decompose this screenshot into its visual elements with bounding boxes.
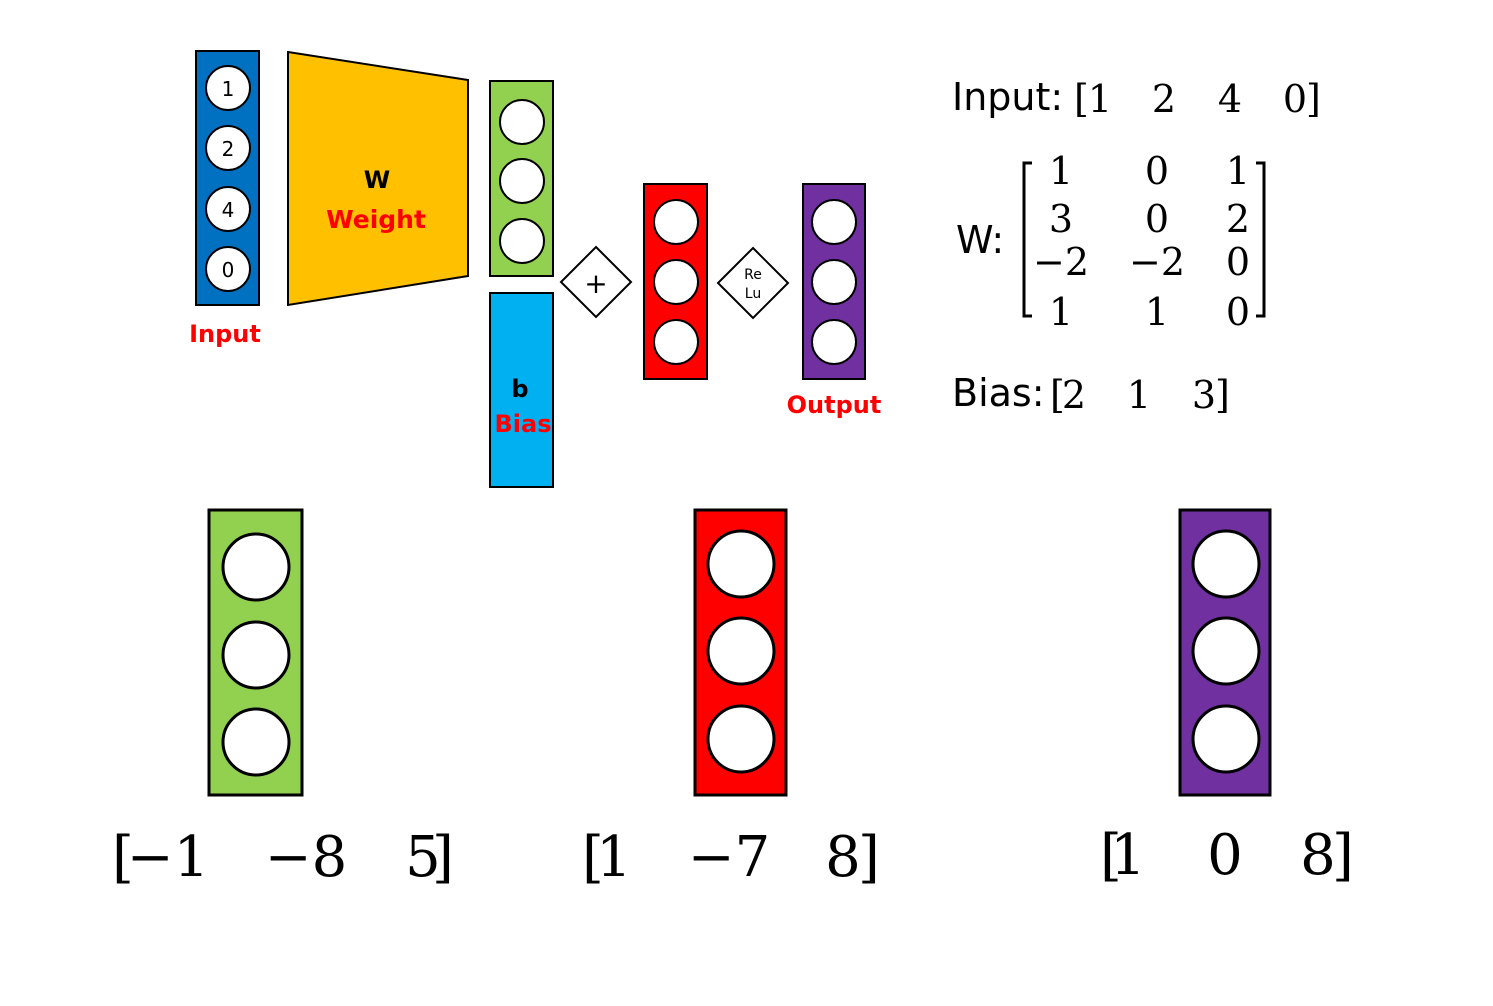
sum-result-node-3 [706, 704, 776, 774]
sum-node-2 [653, 259, 699, 305]
weight-matrix-left-bracket [1022, 161, 1032, 318]
bias-equation: Bias: [ 2 1 3 ] [952, 371, 1230, 417]
bias-equation-close-bracket: ] [1215, 373, 1230, 417]
plus-icon: + [584, 267, 607, 300]
plus-diamond [559, 245, 633, 319]
bias-column [489, 292, 554, 488]
weight-trapezoid [287, 50, 469, 307]
wx-vector-block [489, 80, 554, 277]
sum-node-3 [653, 319, 699, 365]
input-node-4-value: 0 [222, 258, 235, 282]
weight-matrix-right-bracket [1256, 161, 1266, 318]
wx-node-1 [499, 99, 545, 145]
relu-operator: Re Lu [716, 246, 790, 320]
bias-symbol: b [511, 375, 528, 403]
wx-result-value-3: 5 [405, 825, 441, 890]
input-node-2-value: 2 [222, 137, 235, 161]
output-result-block: [ 1 0 8 ] [1100, 508, 1354, 888]
input-equation-value-2: 2 [1152, 77, 1176, 121]
weight-matrix-cell-r2-c2: 0 [1145, 197, 1169, 241]
input-node-4 [205, 246, 251, 292]
relu-label-line2: Lu [745, 286, 761, 302]
input-node-3-value: 4 [222, 198, 235, 222]
output-result-value-3: 8 [1300, 823, 1336, 888]
wx-node-3 [499, 218, 545, 264]
weight-matrix-cell-r3-c1: −2 [1033, 240, 1089, 284]
output-result-node-2 [1191, 616, 1261, 686]
sum-result-value-1: 1 [596, 825, 632, 890]
input-vector-block: 1 2 4 0 Input [189, 50, 261, 348]
bias-label: Bias [495, 410, 552, 438]
wx-result-open-bracket: [ [112, 825, 134, 890]
input-equation: Input: [ 1 2 4 0 ] [952, 75, 1321, 121]
input-equation-open-bracket: [ [1074, 77, 1089, 121]
output-node-3 [811, 319, 857, 365]
input-node-2 [205, 125, 251, 171]
output-label: Output [787, 391, 882, 419]
wx-result-value-1: −1 [127, 825, 210, 890]
input-equation-value-3: 4 [1218, 77, 1242, 121]
bias-equation-open-bracket: [ [1050, 373, 1065, 417]
sum-result-close-bracket: ] [858, 825, 880, 890]
sum-result-open-bracket: [ [582, 825, 604, 890]
weight-matrix-cell-r2-c3: 2 [1226, 197, 1250, 241]
bias-equation-value-2: 1 [1127, 373, 1151, 417]
input-equation-close-bracket: ] [1306, 77, 1321, 121]
weight-matrix-prefix: W: [956, 218, 1004, 262]
sum-result-block: [ 1 −7 8 ] [582, 508, 880, 890]
input-node-1-value: 1 [222, 77, 235, 101]
bias-equation-prefix: Bias: [952, 371, 1045, 415]
output-result-value-2: 0 [1207, 823, 1243, 888]
sum-result-node-1 [706, 529, 776, 599]
sum-vector-block [643, 183, 708, 380]
weight-matrix-cell-r4-c1: 1 [1049, 290, 1073, 334]
input-equation-prefix: Input: [952, 75, 1063, 119]
weight-matrix-cell-r4-c2: 1 [1145, 290, 1169, 334]
sum-node-1 [653, 199, 699, 245]
relu-diamond [716, 246, 790, 320]
input-equation-value-4: 0 [1283, 77, 1307, 121]
weight-matrix-cell-r2-c1: 3 [1049, 197, 1073, 241]
add-operator: + [559, 245, 633, 319]
input-label: Input [189, 320, 261, 348]
weight-matrix-cell-r1-c2: 0 [1145, 149, 1169, 193]
bias-block: b Bias [489, 292, 554, 488]
output-result-node-3 [1191, 704, 1261, 774]
input-equation-value-1: 1 [1088, 77, 1112, 121]
sum-result-node-2 [706, 616, 776, 686]
output-node-2 [811, 259, 857, 305]
weight-block: W Weight [287, 50, 469, 307]
weight-matrix-cell-r3-c2: −2 [1129, 240, 1185, 284]
weight-symbol: W [364, 166, 390, 194]
output-result-close-bracket: ] [1332, 823, 1354, 888]
wx-result-node-2 [221, 620, 291, 690]
sum-result-value-2: −7 [688, 825, 771, 890]
bias-equation-value-1: 2 [1062, 373, 1086, 417]
bias-equation-value-3: 3 [1192, 373, 1216, 417]
wx-node-2 [499, 158, 545, 204]
weight-matrix-cell-r1-c3: 1 [1226, 149, 1250, 193]
output-vector-block: Output [787, 183, 882, 419]
output-node-1 [811, 199, 857, 245]
input-node-3 [205, 186, 251, 232]
output-result-open-bracket: [ [1100, 823, 1122, 888]
relu-label-line1: Re [744, 267, 762, 283]
wx-result-block: [ −1 −8 5 ] [112, 508, 454, 890]
wx-result-close-bracket: ] [432, 825, 454, 890]
output-result-value-1: 1 [1110, 823, 1146, 888]
weight-matrix-cell-r1-c1: 1 [1049, 149, 1073, 193]
wx-result-node-1 [221, 532, 291, 602]
weight-label: Weight [326, 205, 426, 234]
weight-matrix-cell-r3-c3: 0 [1226, 240, 1250, 284]
weight-matrix-cell-r4-c3: 0 [1226, 290, 1250, 334]
input-node-1 [205, 65, 251, 111]
wx-result-node-3 [221, 707, 291, 777]
wx-result-value-2: −8 [265, 825, 348, 890]
output-result-node-1 [1191, 529, 1261, 599]
sum-result-value-3: 8 [825, 825, 861, 890]
